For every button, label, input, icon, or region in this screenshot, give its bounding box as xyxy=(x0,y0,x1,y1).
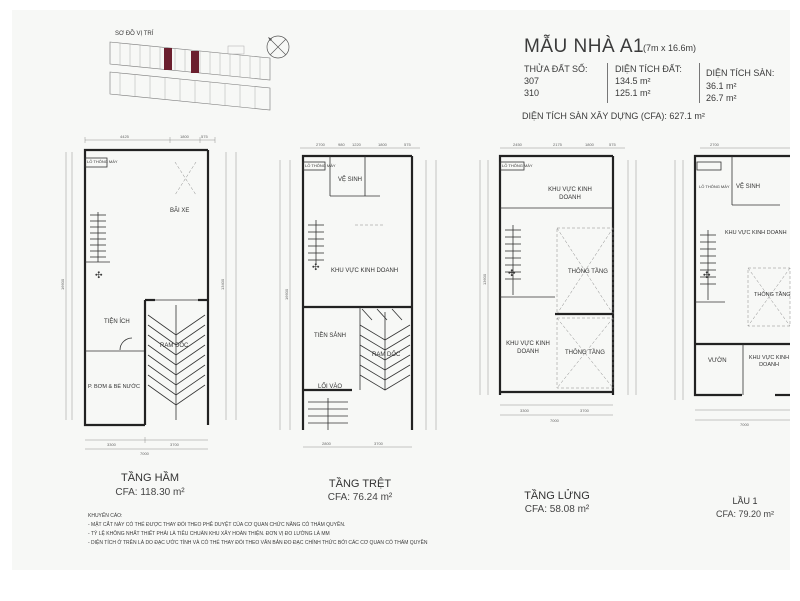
cfa-total: DIỆN TÍCH SÀN XÂY DỰNG (CFA): 627.1 m² xyxy=(522,111,705,121)
dim-label: 3300 xyxy=(520,408,530,413)
room-label: P. BƠM & BỂ NƯỚC xyxy=(88,384,140,390)
highlight-lot-307 xyxy=(164,48,172,70)
fan-icon: ✣ xyxy=(95,270,103,280)
room-label: KHU VỰC KINH DOANH xyxy=(725,230,787,236)
dim-label: 2800 xyxy=(322,441,332,446)
plot-number: 307 xyxy=(524,76,540,86)
plan-basement: 4425 1800 575 3300 3700 7000 13400 16600 xyxy=(60,134,237,456)
floor-name: TẦNG TRỆT xyxy=(328,478,392,490)
plot-number: 310 xyxy=(524,88,540,98)
floor-cfa: CFA: 118.30 m² xyxy=(115,487,185,498)
dim-label: 980 xyxy=(338,142,345,147)
note-line: - MẶT CẮT NÀY CÓ THỂ ĐƯỢC THAY ĐỔI THEO … xyxy=(88,522,346,528)
fan-icon: ✣ xyxy=(703,270,711,280)
room-label: LỖ THÔNG MÁY xyxy=(305,163,336,168)
floor-cfa: CFA: 76.24 m² xyxy=(327,492,393,503)
plan-floor-1: 2700 7000 xyxy=(674,142,791,427)
floor-name: TẦNG HẦM xyxy=(120,472,180,484)
plan-mezzanine: 2450 2175 1800 575 3300 3700 7000 13600 xyxy=(479,142,637,423)
room-label: KHU VỰC KINH DOANH xyxy=(331,268,399,274)
dim-label: 2700 xyxy=(316,142,326,147)
notes-title: KHUYẾN CÁO: xyxy=(88,513,123,519)
model-dimensions: (7m x 16.6m) xyxy=(643,43,697,53)
room-label: LỐI VÀO xyxy=(318,384,343,390)
divider xyxy=(699,63,700,103)
dim-label: 575 xyxy=(609,142,616,147)
room-label: KHU VỰC KINH DOANH xyxy=(506,341,550,355)
dim-label: 7000 xyxy=(140,451,150,456)
dim-label: 1220 xyxy=(352,142,362,147)
room-label: LỖ THÔNG MÁY xyxy=(699,184,730,189)
dim-label: 3700 xyxy=(374,441,384,446)
room-label: TIỆN ÍCH xyxy=(104,319,130,325)
room-label: LỖ THÔNG MÁY xyxy=(502,163,533,168)
room-label: BÃI XE xyxy=(170,208,190,214)
paper-sheet xyxy=(12,10,790,570)
north-arrow-icon xyxy=(266,35,290,59)
highlight-lot-310 xyxy=(191,51,199,73)
floor-cfa: CFA: 79.20 m² xyxy=(715,509,775,519)
site-plan-label: SƠ ĐỒ VỊ TRÍ xyxy=(115,31,154,37)
floor-name: LẦU 1 xyxy=(732,496,758,506)
dim-label: 1800 xyxy=(180,134,190,139)
dim-label: 16600 xyxy=(60,278,65,290)
room-label: RAM DỐC xyxy=(160,343,189,349)
note-line: - TỶ LỆ KHÔNG NHẤT THIẾT PHẢI LÀ TIÊU CH… xyxy=(88,531,330,537)
dim-label: 575 xyxy=(201,134,208,139)
dim-label: 4425 xyxy=(120,134,130,139)
model-title: MẪU NHÀ A1 xyxy=(524,36,645,57)
dim-label: 13400 xyxy=(220,278,225,290)
dim-label: 13600 xyxy=(482,273,487,285)
dim-label: 2700 xyxy=(710,142,720,147)
floor-area: 36.1 m² xyxy=(706,81,737,91)
room-label: VỆ SINH xyxy=(736,184,761,190)
land-area-header: DIỆN TÍCH ĐẤT: xyxy=(615,64,682,74)
site-plan-lots xyxy=(109,41,271,111)
room-label: KHU VỰC KINH DOANH xyxy=(548,187,592,201)
fan-icon: ✣ xyxy=(312,262,320,272)
room-label: RAM DỐC xyxy=(372,352,401,358)
land-area: 134.5 m² xyxy=(615,76,651,86)
floor-name: TẦNG LỬNG xyxy=(524,490,590,502)
room-label: KHU VỰC KINH DOANH xyxy=(748,355,790,368)
dim-label: 3300 xyxy=(107,442,117,447)
room-label: VƯỜN xyxy=(708,358,727,364)
room-label: TIỀN SẢNH xyxy=(314,333,347,339)
dim-label: 3700 xyxy=(580,408,590,413)
land-area: 125.1 m² xyxy=(615,88,651,98)
room-label: LỖ THÔNG MÁY xyxy=(87,159,118,164)
floor-area-header: DIỆN TÍCH SÀN: xyxy=(706,68,775,78)
dim-label: 1800 xyxy=(585,142,595,147)
dim-label: 575 xyxy=(404,142,411,147)
floor-area: 26.7 m² xyxy=(706,93,737,103)
dim-label: 7000 xyxy=(740,422,750,427)
plan-ground: 2700 980 1220 1800 575 2800 3700 16600 xyxy=(279,142,437,448)
fan-icon: ✣ xyxy=(508,268,516,278)
dim-label: 7000 xyxy=(550,418,560,423)
dim-label: 2450 xyxy=(513,142,523,147)
dim-label: 1800 xyxy=(378,142,388,147)
room-label: THÔNG TẦNG xyxy=(754,292,791,298)
floor-cfa: CFA: 58.08 m² xyxy=(524,504,590,515)
room-label: THÔNG TẦNG xyxy=(565,350,605,356)
dim-label: 2175 xyxy=(553,142,563,147)
plot-header: THỬA ĐẤT SỐ: xyxy=(524,64,588,74)
room-label: VỆ SINH xyxy=(338,177,363,183)
room-label: THÔNG TẦNG xyxy=(568,269,608,275)
divider xyxy=(607,63,608,103)
dim-label: 3700 xyxy=(170,442,180,447)
note-line: - DIỆN TÍCH Ở TRÊN LÀ DO ĐẠC ƯỚC TÍNH VÀ… xyxy=(88,540,428,546)
dim-label: 16600 xyxy=(284,288,289,300)
